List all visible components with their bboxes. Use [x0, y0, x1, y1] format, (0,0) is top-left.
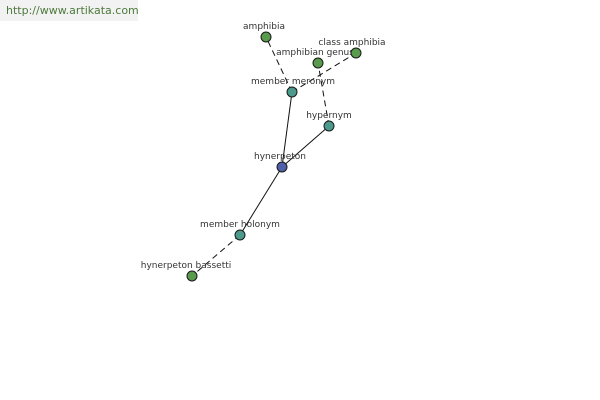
node-amphibian-genus[interactable]: amphibian genus [276, 48, 354, 69]
node-circle-amphibia[interactable] [260, 31, 272, 43]
node-label-hynerpeton: hynerpeton [254, 152, 306, 162]
node-circle-amphibian-genus[interactable] [312, 57, 324, 69]
node-member-holonym[interactable]: member holonym [200, 220, 280, 241]
edge-hynerpeton-to-hypernym [281, 125, 330, 168]
node-circle-member-meronym[interactable] [286, 86, 298, 98]
node-label-member-meronym: member meronym [251, 77, 335, 87]
node-circle-hynerpeton-bassetti[interactable] [186, 270, 198, 282]
edge-hypernym-to-amphibian-genus [317, 62, 330, 127]
graph-nodes: hynerpeton member meronym hypernym member h… [141, 22, 386, 282]
node-hypernym[interactable]: hypernym [306, 111, 352, 132]
node-label-member-holonym: member holonym [200, 220, 280, 230]
node-circle-class-amphibia[interactable] [350, 47, 362, 59]
node-label-hypernym: hypernym [306, 111, 352, 121]
node-label-class-amphibia: class amphibia [318, 38, 385, 48]
edge-hynerpeton-to-member-holonym [239, 166, 283, 236]
node-label-amphibian-genus: amphibian genus [276, 48, 354, 58]
edge-member-meronym-to-class-amphibia [291, 52, 357, 93]
node-label-amphibia: amphibia [243, 22, 285, 32]
node-circle-hynerpeton[interactable] [276, 161, 288, 173]
node-circle-hypernym[interactable] [323, 120, 335, 132]
node-circle-member-holonym[interactable] [234, 229, 246, 241]
node-class-amphibia[interactable]: class amphibia [318, 38, 386, 59]
edge-hynerpeton-to-member-meronym [281, 91, 293, 168]
edge-member-meronym-to-amphibia [265, 36, 293, 93]
watermark-url: http://www.artikata.com [0, 0, 139, 21]
node-label-hynerpeton-bassetti: hynerpeton bassetti [141, 261, 232, 271]
node-hynerpeton-bassetti[interactable]: hynerpeton bassetti [141, 261, 232, 282]
node-amphibia[interactable]: amphibia [243, 22, 285, 43]
graph-edges [191, 36, 357, 277]
node-member-meronym[interactable]: member meronym [251, 77, 335, 98]
edge-member-holonym-to-hynerpeton-bassetti [191, 234, 241, 277]
node-hynerpeton[interactable]: hynerpeton [254, 152, 306, 173]
